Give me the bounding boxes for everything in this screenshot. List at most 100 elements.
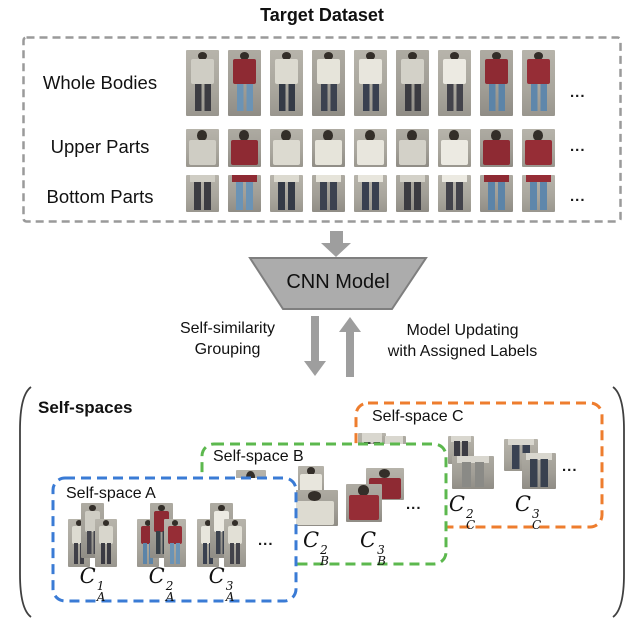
person-thumb-upper xyxy=(396,129,429,167)
person-part xyxy=(442,175,467,183)
person-thumb-bottom xyxy=(480,175,513,212)
person-part xyxy=(365,51,376,60)
person-part xyxy=(277,181,296,210)
person-thumb-bottom xyxy=(354,175,387,212)
row-ellipsis: ... xyxy=(570,188,586,205)
person-part xyxy=(530,83,547,112)
person-part xyxy=(398,140,427,166)
person-part xyxy=(281,51,292,60)
model-updating-label: Model Updating with Assigned Labels xyxy=(387,322,538,360)
person-part xyxy=(488,83,505,112)
person-part xyxy=(319,181,338,210)
whole-bodies-strip xyxy=(186,50,555,116)
down-arrow-icon xyxy=(330,231,343,244)
self-space-a-border xyxy=(51,476,298,603)
person-part xyxy=(361,181,380,210)
person-part xyxy=(485,59,508,85)
person-part xyxy=(274,175,299,183)
person-thumb-whole xyxy=(228,50,261,116)
person-part xyxy=(191,59,214,85)
person-part xyxy=(272,140,301,166)
grouping-arrow-shaft-icon xyxy=(311,316,319,363)
person-part xyxy=(449,51,460,60)
person-part xyxy=(197,51,208,60)
person-part xyxy=(527,59,550,85)
grouping-arrow-head-icon xyxy=(304,361,326,376)
bottom-parts-strip xyxy=(186,175,555,212)
person-thumb-upper xyxy=(438,129,471,167)
row-label-upper-parts: Upper Parts xyxy=(50,136,150,157)
person-part xyxy=(323,130,334,141)
person-thumb-whole xyxy=(480,50,513,116)
updating-arrow-head-icon xyxy=(339,317,361,332)
person-part xyxy=(400,175,425,183)
person-thumb-upper xyxy=(186,129,219,167)
person-thumb-bottom xyxy=(396,175,429,212)
down-arrow-head-icon xyxy=(321,243,351,257)
person-part xyxy=(235,181,254,210)
person-part xyxy=(320,83,337,112)
left-bracket-icon xyxy=(19,386,32,618)
person-part xyxy=(233,59,256,85)
person-part xyxy=(365,130,376,141)
row-ellipsis: ... xyxy=(570,138,586,155)
page-title: Target Dataset xyxy=(260,5,384,25)
person-thumb-whole xyxy=(186,50,219,116)
person-part xyxy=(401,59,424,85)
person-part xyxy=(446,83,463,112)
person-part xyxy=(190,175,215,183)
person-part xyxy=(232,175,257,183)
right-bracket-icon xyxy=(612,386,625,618)
person-part xyxy=(323,51,334,60)
person-part xyxy=(314,140,343,166)
person-part xyxy=(362,83,379,112)
person-part xyxy=(449,130,460,141)
person-thumb-bottom xyxy=(312,175,345,212)
person-part xyxy=(239,130,250,141)
person-part xyxy=(193,181,212,210)
person-part xyxy=(316,175,341,183)
person-part xyxy=(445,181,464,210)
person-thumb-upper xyxy=(480,129,513,167)
person-part xyxy=(491,51,502,60)
person-thumb-whole xyxy=(312,50,345,116)
person-part xyxy=(194,83,211,112)
person-thumb-whole xyxy=(522,50,555,116)
person-thumb-bottom xyxy=(270,175,303,212)
person-part xyxy=(484,175,509,183)
person-thumb-bottom xyxy=(438,175,471,212)
person-part xyxy=(236,83,253,112)
person-part xyxy=(529,181,548,210)
person-part xyxy=(443,59,466,85)
person-part xyxy=(407,51,418,60)
person-part xyxy=(440,140,469,166)
row-label-bottom-parts: Bottom Parts xyxy=(46,186,154,207)
person-thumb-upper xyxy=(312,129,345,167)
person-part xyxy=(317,59,340,85)
person-part xyxy=(533,130,544,141)
person-part xyxy=(533,51,544,60)
person-thumb-bottom xyxy=(228,175,261,212)
cnn-model-shape xyxy=(248,257,428,310)
person-part xyxy=(239,51,250,60)
upper-parts-strip xyxy=(186,129,555,167)
person-thumb-whole xyxy=(270,50,303,116)
updating-arrow-shaft-icon xyxy=(346,331,354,377)
self-space-a-box xyxy=(51,476,298,603)
row-label-whole-bodies: Whole Bodies xyxy=(42,72,158,93)
person-thumb-whole xyxy=(438,50,471,116)
person-part xyxy=(230,140,259,166)
person-part xyxy=(358,175,383,183)
person-thumb-upper xyxy=(522,129,555,167)
person-thumb-upper xyxy=(270,129,303,167)
person-thumb-upper xyxy=(228,129,261,167)
self-spaces-title: Self-spaces xyxy=(38,398,133,417)
cnn-trapezoid xyxy=(248,257,428,310)
person-thumb-whole xyxy=(354,50,387,116)
person-part xyxy=(197,130,208,141)
person-part xyxy=(487,181,506,210)
target-dataset-box xyxy=(22,36,622,223)
dataset-dashed-border xyxy=(22,36,622,223)
person-part xyxy=(188,140,217,166)
